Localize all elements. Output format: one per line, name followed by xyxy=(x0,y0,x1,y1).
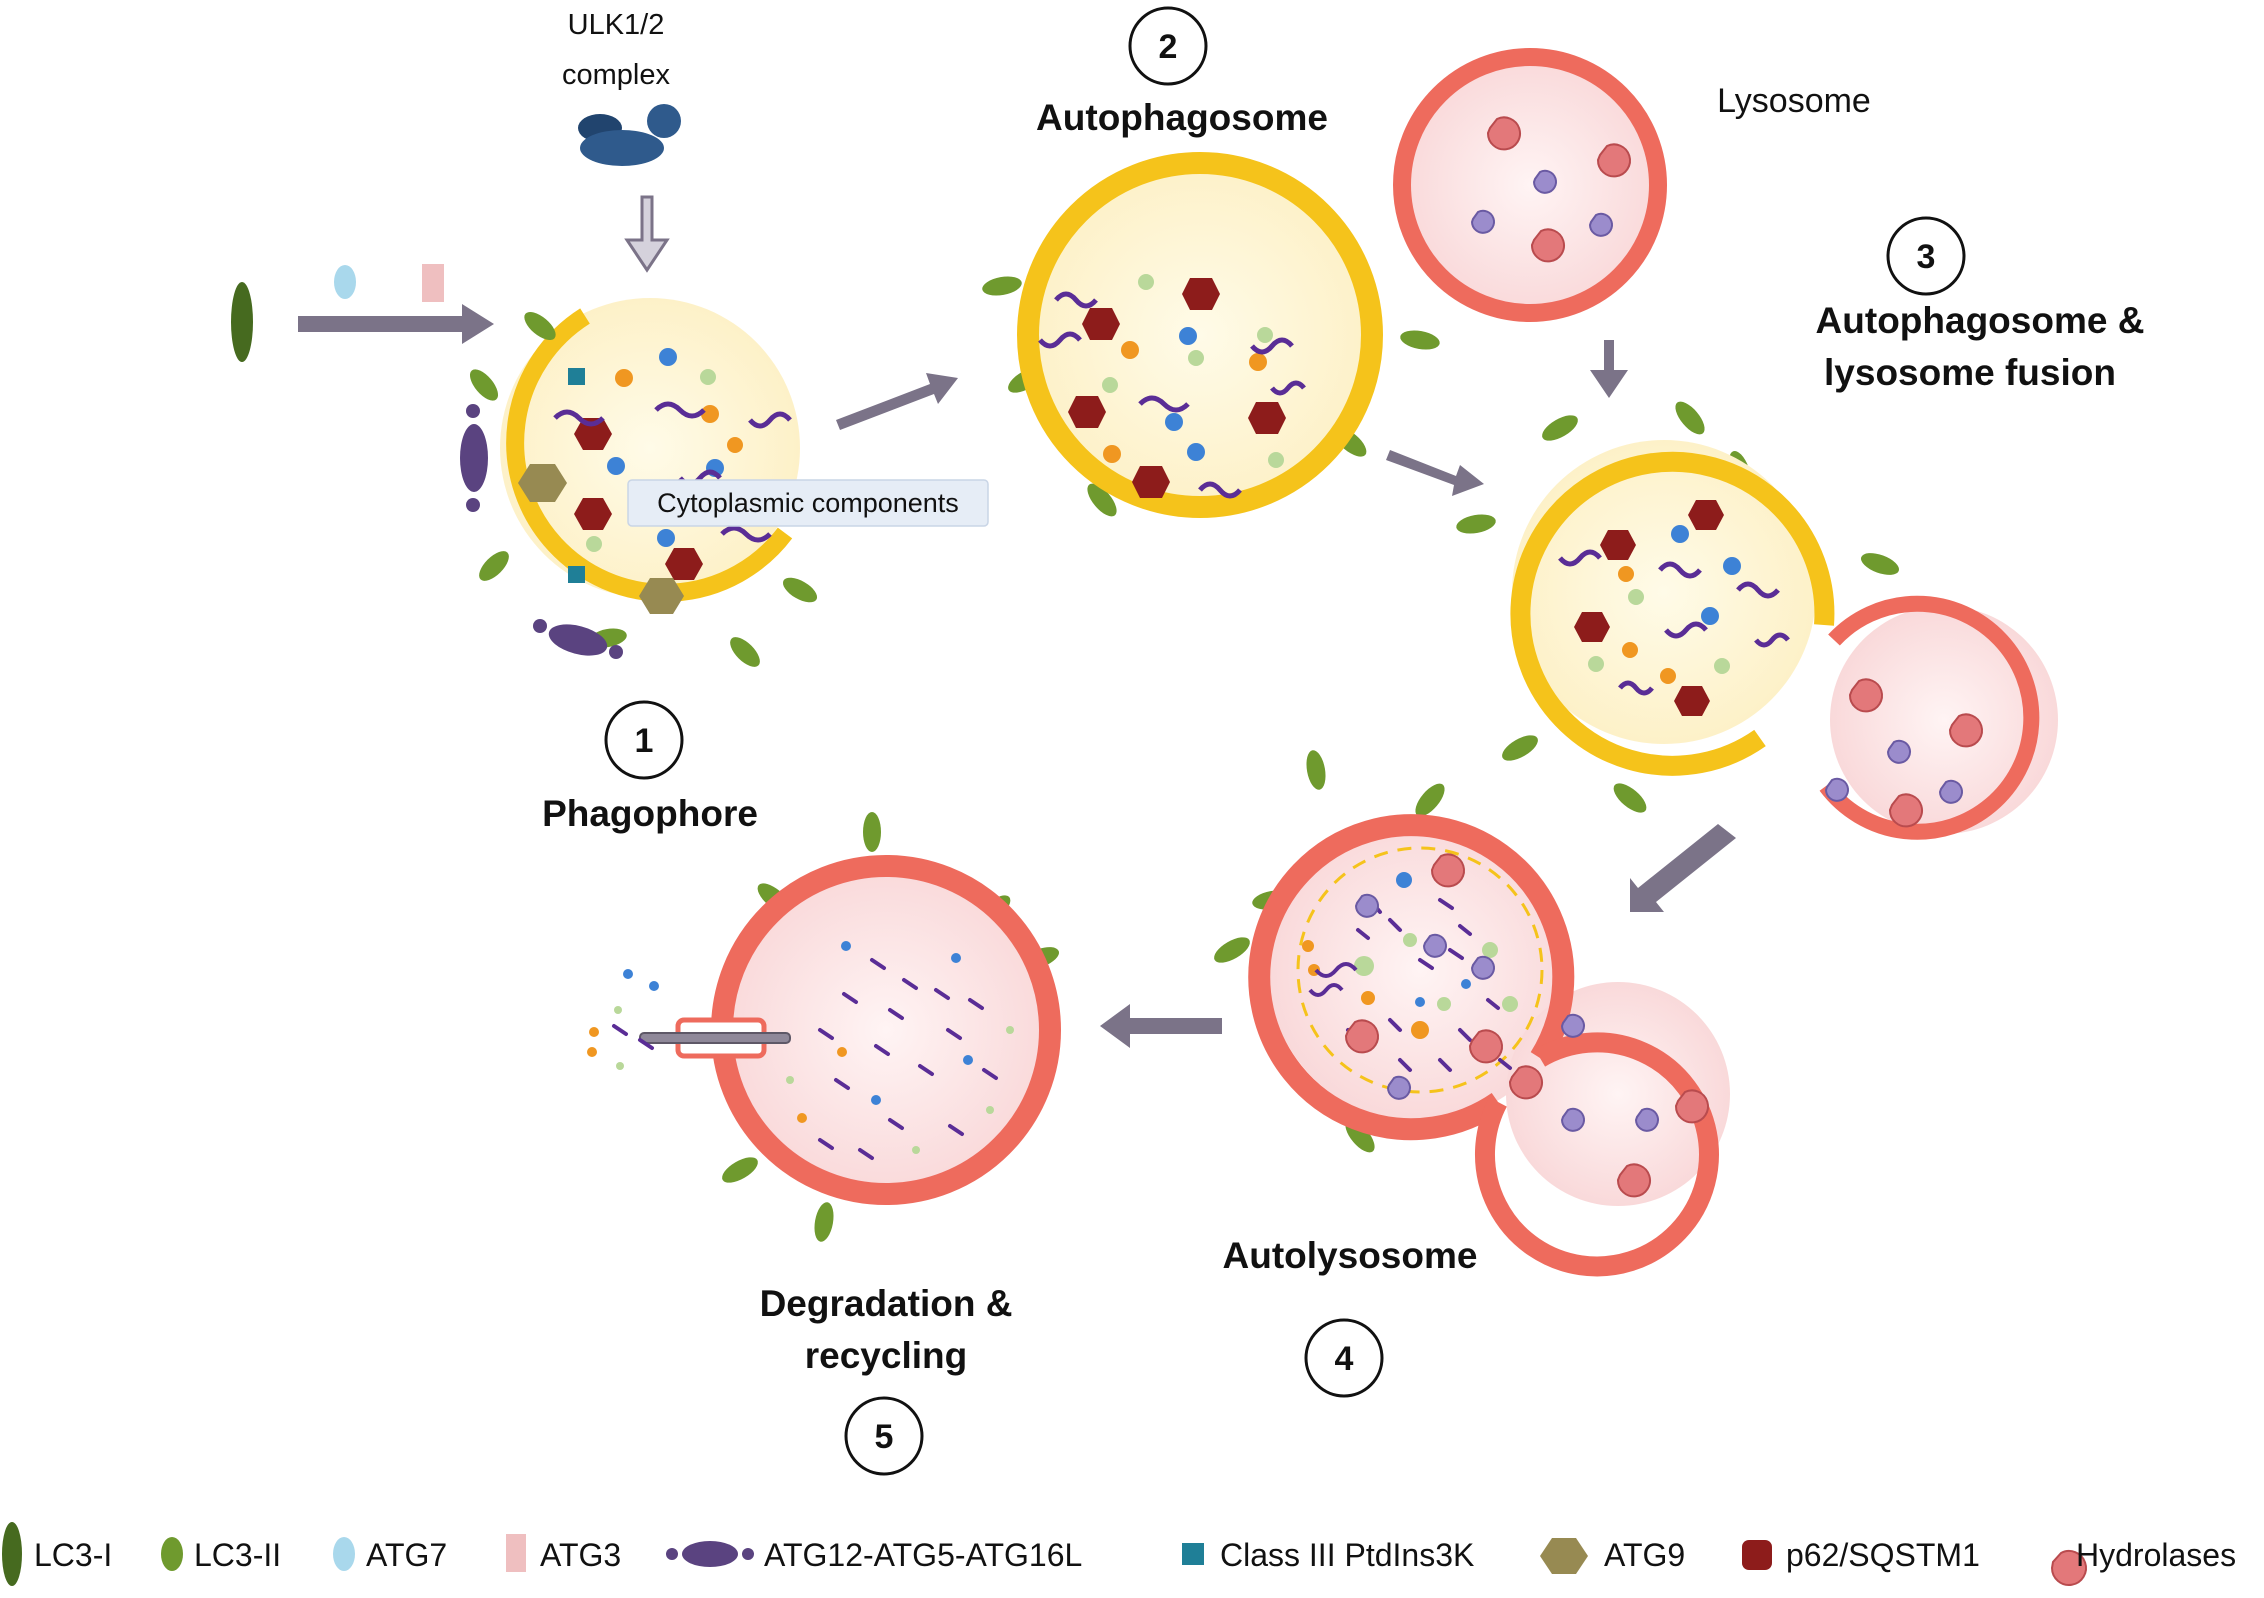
legend-label-p62: p62/SQSTM1 xyxy=(1786,1537,1980,1573)
legend-item-lc3-ii: LC3-II xyxy=(161,1537,281,1573)
legend-label-pi3k: Class III PtdIns3K xyxy=(1220,1537,1474,1573)
fusion-contents xyxy=(1558,500,1790,716)
step5-label: Degradation & recycling 5 xyxy=(760,1283,1013,1476)
step5-line1: Degradation & xyxy=(760,1283,1013,1324)
legend-item-atg3: ATG3 xyxy=(506,1534,621,1573)
phagophore-lc3-ii xyxy=(469,311,818,667)
ulk-label-line2: complex xyxy=(562,59,670,91)
atg7-icon xyxy=(334,265,356,299)
step4-number: 4 xyxy=(1335,1340,1354,1378)
step5-number: 5 xyxy=(875,1418,894,1456)
atg12-complex-on-phagophore xyxy=(460,404,623,659)
hydrolase-icon xyxy=(2050,1550,2087,1586)
fusion-vesicles xyxy=(1456,401,2058,840)
legend-item-lc3-i: LC3-I xyxy=(2,1522,112,1586)
degradation-vesicle xyxy=(587,812,1061,1242)
legend-label-atg3: ATG3 xyxy=(540,1537,621,1573)
lysosome: Lysosome xyxy=(1393,48,1871,322)
step2-name: Autophagosome xyxy=(1036,97,1328,138)
legend-label-atg9: ATG9 xyxy=(1604,1537,1685,1573)
legend: LC3-I LC3-II ATG7 ATG3 ATG12-ATG5-ATG16L… xyxy=(2,1522,2236,1586)
atg3-icon xyxy=(422,264,444,302)
legend-item-atg12-complex: ATG12-ATG5-ATG16L xyxy=(666,1537,1082,1573)
ulk-label-line1: ULK1/2 xyxy=(568,9,665,41)
phagophore-membrane xyxy=(506,308,793,602)
atg9-icon xyxy=(1540,1538,1588,1574)
fused-lysosome-membrane xyxy=(1819,595,2040,840)
autolysosome xyxy=(1214,750,1730,1277)
step3-line2: lysosome fusion xyxy=(1824,352,2116,393)
phagophore: Cytoplasmic components xyxy=(460,298,989,667)
cytoplasmic-components-text: Cytoplasmic components xyxy=(657,488,959,518)
phagophore-contents xyxy=(518,348,792,614)
p62-icon xyxy=(1742,1540,1772,1570)
lc3-lipidation-arrow xyxy=(231,264,494,362)
arrow-step4-to-step5 xyxy=(1100,1004,1222,1048)
released-molecules xyxy=(587,969,659,1070)
step1-number: 1 xyxy=(635,722,654,760)
legend-label-atg7: ATG7 xyxy=(366,1537,447,1573)
autophagosome-contents xyxy=(1038,274,1306,499)
lysosome-hydrolases xyxy=(1470,116,1631,263)
lc3-i-icon xyxy=(2,1522,22,1586)
step1-label: 1 Phagophore xyxy=(542,700,758,834)
step2-number: 2 xyxy=(1159,28,1178,66)
legend-item-atg7: ATG7 xyxy=(333,1537,447,1573)
legend-label-lc3-ii: LC3-II xyxy=(194,1537,281,1573)
ulk-complex: ULK1/2 complex xyxy=(562,9,681,273)
arrow-lysosome-to-fusion xyxy=(1590,340,1628,398)
degradation-fragments xyxy=(786,941,1014,1160)
lysosome-label: Lysosome xyxy=(1717,82,1871,120)
step3-line1: Autophagosome & xyxy=(1816,300,2145,341)
step2-label: 2 Autophagosome xyxy=(1036,6,1328,138)
efflux-channel xyxy=(639,1017,791,1059)
ulk-arrow xyxy=(624,195,670,273)
arrow-step1-to-step2 xyxy=(836,373,958,430)
legend-label-lc3-i: LC3-I xyxy=(34,1537,112,1573)
step1-name: Phagophore xyxy=(542,793,758,834)
atg3-icon xyxy=(506,1534,526,1572)
arrow-step2-to-step3 xyxy=(1386,450,1484,496)
step4-label: Autolysosome 4 xyxy=(1223,1235,1478,1398)
step3-label: 3 Autophagosome & lysosome fusion xyxy=(1816,216,2145,393)
legend-item-pi3k: Class III PtdIns3K xyxy=(1182,1537,1474,1573)
fusion-hydrolases xyxy=(1824,678,1983,828)
step5-line2: recycling xyxy=(805,1335,967,1376)
atg7-icon xyxy=(333,1537,355,1571)
atg12-complex-icon xyxy=(666,1541,754,1567)
step4-name: Autolysosome xyxy=(1223,1235,1478,1276)
legend-label-atg12-complex: ATG12-ATG5-ATG16L xyxy=(764,1537,1082,1573)
pi3k-icon xyxy=(1182,1543,1204,1565)
autophagosome xyxy=(982,152,1440,518)
legend-label-hydrolases: Hydrolases xyxy=(2076,1537,2236,1573)
autolysosome-hydrolases xyxy=(1344,853,1709,1198)
step3-number: 3 xyxy=(1917,238,1936,276)
lc3-i-icon xyxy=(231,282,253,362)
lc3-ii-icon xyxy=(161,1537,183,1571)
arrow-step3-to-step4 xyxy=(1630,824,1736,912)
cytoplasmic-components-label: Cytoplasmic components xyxy=(627,479,989,527)
